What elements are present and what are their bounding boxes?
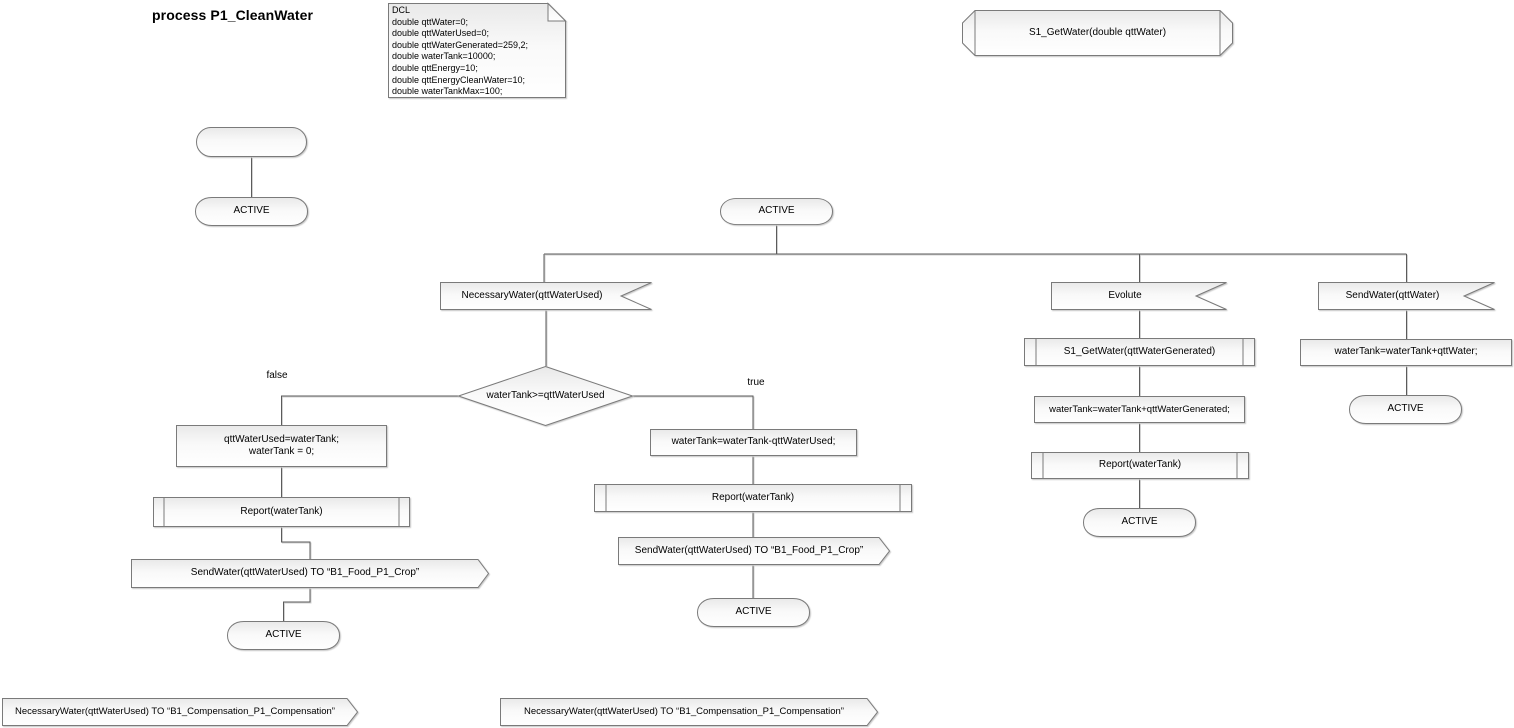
procedure-call-label: Report(waterTank) xyxy=(711,491,795,503)
signal-send-true: SendWater(qttWaterUsed) TO “B1_Food_P1_C… xyxy=(618,537,891,565)
signal-send-compensation-left: NecessaryWater(qttWaterUsed) TO “B1_Comp… xyxy=(2,698,359,726)
signal-receive-necessary-water: NecessaryWater(qttWaterUsed) xyxy=(440,282,652,310)
signal-receive-send-water: SendWater(qttWater) xyxy=(1318,282,1495,310)
state-label: ACTIVE xyxy=(735,606,772,618)
signal-send-false: SendWater(qttWaterUsed) TO “B1_Food_P1_C… xyxy=(131,559,490,588)
task-assign-true: waterTank=waterTank-qttWaterUsed; xyxy=(650,429,857,456)
procedure-call-s1-getwater: S1_GetWater(qttWaterGenerated) xyxy=(1024,338,1255,366)
state-active-left: ACTIVE xyxy=(194,197,309,226)
procedure-call-report-evolute: Report(waterTank) xyxy=(1031,452,1249,479)
state-active-true: ACTIVE xyxy=(696,598,811,627)
procedure-call-label: S1_GetWater(qttWaterGenerated) xyxy=(1063,345,1216,357)
state-active-evolute: ACTIVE xyxy=(1082,508,1197,537)
task-assign-sendwater: waterTank=waterTank+qttWater; xyxy=(1300,339,1512,366)
state-label: ACTIVE xyxy=(265,629,302,641)
decision-watertank: waterTank>=qttWaterUsed xyxy=(456,365,635,427)
procedure-declaration-label: S1_GetWater(double qttWater) xyxy=(1028,26,1167,38)
signal-receive-label: NecessaryWater(qttWaterUsed) xyxy=(461,289,603,301)
task-assign-label: qttWaterUsed=waterTank; waterTank = 0; xyxy=(224,433,339,458)
declaration-note-text: DCL double qttWater=0; double qttWaterUs… xyxy=(392,5,529,97)
procedure-call-label: Report(waterTank) xyxy=(240,505,323,517)
procedure-call-label: Report(waterTank) xyxy=(1098,459,1182,471)
signal-send-label: SendWater(qttWaterUsed) TO “B1_Food_P1_C… xyxy=(634,544,864,556)
branch-label-false: false xyxy=(266,370,288,381)
state-label: ACTIVE xyxy=(758,205,795,217)
signal-receive-evolute: Evolute xyxy=(1051,282,1227,310)
start-state xyxy=(195,127,308,157)
state-active-sendwater: ACTIVE xyxy=(1348,395,1463,424)
task-assign-false: qttWaterUsed=waterTank; waterTank = 0; xyxy=(176,425,387,467)
task-assign-label: waterTank=waterTank+qttWater; xyxy=(1334,346,1478,358)
procedure-call-report-false: Report(waterTank) xyxy=(153,497,410,527)
state-label: ACTIVE xyxy=(233,205,270,217)
page-title: process P1_CleanWater xyxy=(152,7,314,23)
signal-send-compensation-middle: NecessaryWater(qttWaterUsed) TO “B1_Comp… xyxy=(500,698,879,726)
signal-receive-label: Evolute xyxy=(1108,289,1142,301)
task-assign-evolute: waterTank=waterTank+qttWaterGenerated; xyxy=(1034,396,1245,423)
state-active-main: ACTIVE xyxy=(719,198,834,225)
signal-receive-label: SendWater(qttWater) xyxy=(1345,289,1440,301)
task-assign-label: waterTank=waterTank-qttWaterUsed; xyxy=(671,436,836,448)
state-active-false: ACTIVE xyxy=(226,621,341,650)
signal-send-label: SendWater(qttWaterUsed) TO “B1_Food_P1_C… xyxy=(190,567,420,579)
procedure-declaration-s1-getwater: S1_GetWater(double qttWater) xyxy=(962,10,1233,56)
task-assign-label: waterTank=waterTank+qttWaterGenerated; xyxy=(1049,403,1230,415)
procedure-call-report-true: Report(waterTank) xyxy=(594,484,912,512)
signal-send-label: NecessaryWater(qttWaterUsed) TO “B1_Comp… xyxy=(15,706,335,718)
branch-label-true: true xyxy=(747,377,765,388)
declaration-note: DCL double qttWater=0; double qttWaterUs… xyxy=(388,2,567,98)
state-label: ACTIVE xyxy=(1387,403,1424,415)
state-label: ACTIVE xyxy=(1121,516,1158,528)
signal-send-label: NecessaryWater(qttWaterUsed) TO “B1_Comp… xyxy=(524,706,844,718)
decision-condition: waterTank>=qttWaterUsed xyxy=(486,389,605,401)
